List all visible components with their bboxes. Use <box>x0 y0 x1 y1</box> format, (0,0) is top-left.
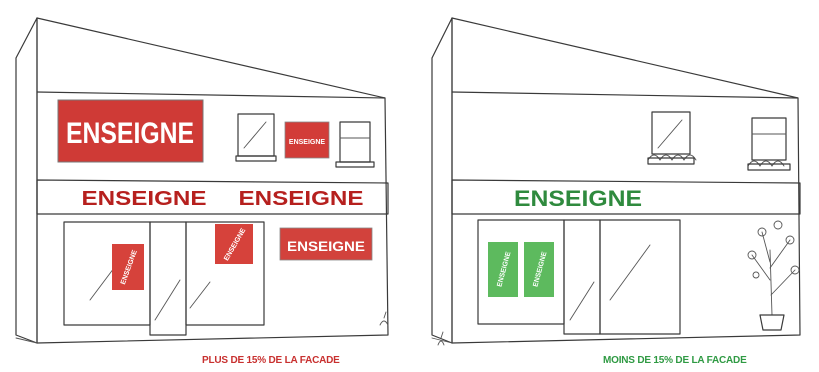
left-window-glass-reflection <box>189 281 211 309</box>
right-facade: ENSEIGNE ENSEIGNE ENSEIGNE <box>431 17 801 346</box>
right-ground-line <box>431 337 453 344</box>
left-facade: ENSEIGNE ENSEIGNE ENSEIGNE ENSEIGNE ENSE… <box>15 17 389 344</box>
right-poster-2 <box>524 242 554 297</box>
right-window-glass-reflection <box>609 244 651 301</box>
right-door-glass-reflection <box>569 281 595 321</box>
left-upper-window-2-sill <box>335 161 375 168</box>
right-potted-tree <box>747 220 800 331</box>
right-flower-box-1 <box>647 154 697 161</box>
left-shop-door <box>149 221 187 336</box>
left-building-side-wall <box>15 17 38 344</box>
right-upper-window-1-reflection <box>657 119 683 149</box>
left-band-sign-2: ENSEIGNE <box>239 188 364 210</box>
right-caption: MOINS DE 15% DE LA FACADE <box>603 355 747 366</box>
left-main-sign-text: ENSEIGNE <box>66 117 194 150</box>
right-upper-window-2 <box>751 117 787 161</box>
left-band-sign-1: ENSEIGNE <box>82 188 207 210</box>
right-building-side-wall <box>431 17 453 344</box>
right-band-sign: ENSEIGNE <box>514 186 642 211</box>
left-window-poster <box>215 224 253 264</box>
right-shop-window-2 <box>599 219 681 335</box>
left-upper-window-2 <box>339 121 371 163</box>
left-shop-window-2 <box>185 221 265 326</box>
right-flower-box-2-sill <box>747 163 791 171</box>
left-cornice <box>36 91 386 99</box>
right-flower-box-2 <box>747 160 785 167</box>
left-upper-window-1-reflection <box>243 121 267 149</box>
right-building-front-wall <box>451 17 801 344</box>
right-shop-band <box>451 179 801 215</box>
left-small-plant <box>379 311 389 326</box>
left-building-front-wall <box>36 17 389 344</box>
right-upper-window-1 <box>651 111 691 155</box>
left-shop-band <box>36 179 389 215</box>
left-upper-window-sign-text: ENSEIGNE <box>289 139 326 146</box>
left-main-sign <box>57 99 204 163</box>
right-cornice <box>451 91 799 99</box>
left-door-poster <box>112 244 144 290</box>
right-shop-door <box>563 219 601 335</box>
right-poster-1 <box>488 242 518 297</box>
left-lower-sign-text: ENSEIGNE <box>287 238 365 254</box>
left-caption: PLUS DE 15% DE LA FACADE <box>202 355 340 366</box>
left-upper-window-1-sill <box>235 155 277 162</box>
right-small-plant <box>437 331 445 346</box>
left-upper-window-1 <box>237 113 275 157</box>
right-flower-box-1-sill <box>647 157 695 165</box>
left-ground-line <box>15 337 38 344</box>
left-upper-window-sign <box>284 121 330 159</box>
left-lower-sign <box>279 227 373 261</box>
left-door-glass-reflection <box>154 279 181 321</box>
